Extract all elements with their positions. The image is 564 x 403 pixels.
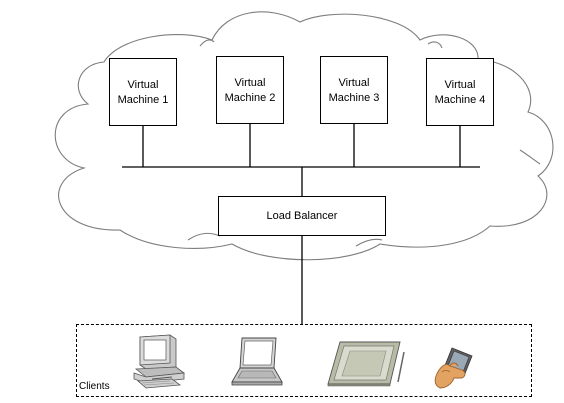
clients-label: Clients — [79, 381, 110, 392]
virtual-machine-1-box: Virtual Machine 1 — [109, 58, 177, 126]
desktop-computer-icon — [133, 334, 186, 389]
network-connections — [122, 124, 480, 324]
virtual-machine-4-box: Virtual Machine 4 — [426, 58, 494, 126]
cloud-lobe-line — [187, 232, 221, 241]
laptop-icon — [231, 337, 283, 386]
load-balancer-label: Load Balancer — [266, 210, 338, 222]
cloud-lobe-line — [427, 41, 443, 49]
cloud-lobe-line — [519, 149, 541, 165]
cloud-lobe-line — [199, 39, 215, 47]
load-balancer-box: Load Balancer — [218, 196, 386, 236]
tablet-pen-icon — [327, 341, 405, 387]
clients-group-box — [76, 324, 532, 397]
virtual-machine-3-box: Virtual Machine 3 — [320, 56, 388, 124]
cloud-lobe-line — [355, 238, 383, 247]
handheld-phone-icon — [434, 347, 473, 389]
virtual-machine-2-box: Virtual Machine 2 — [216, 56, 284, 124]
